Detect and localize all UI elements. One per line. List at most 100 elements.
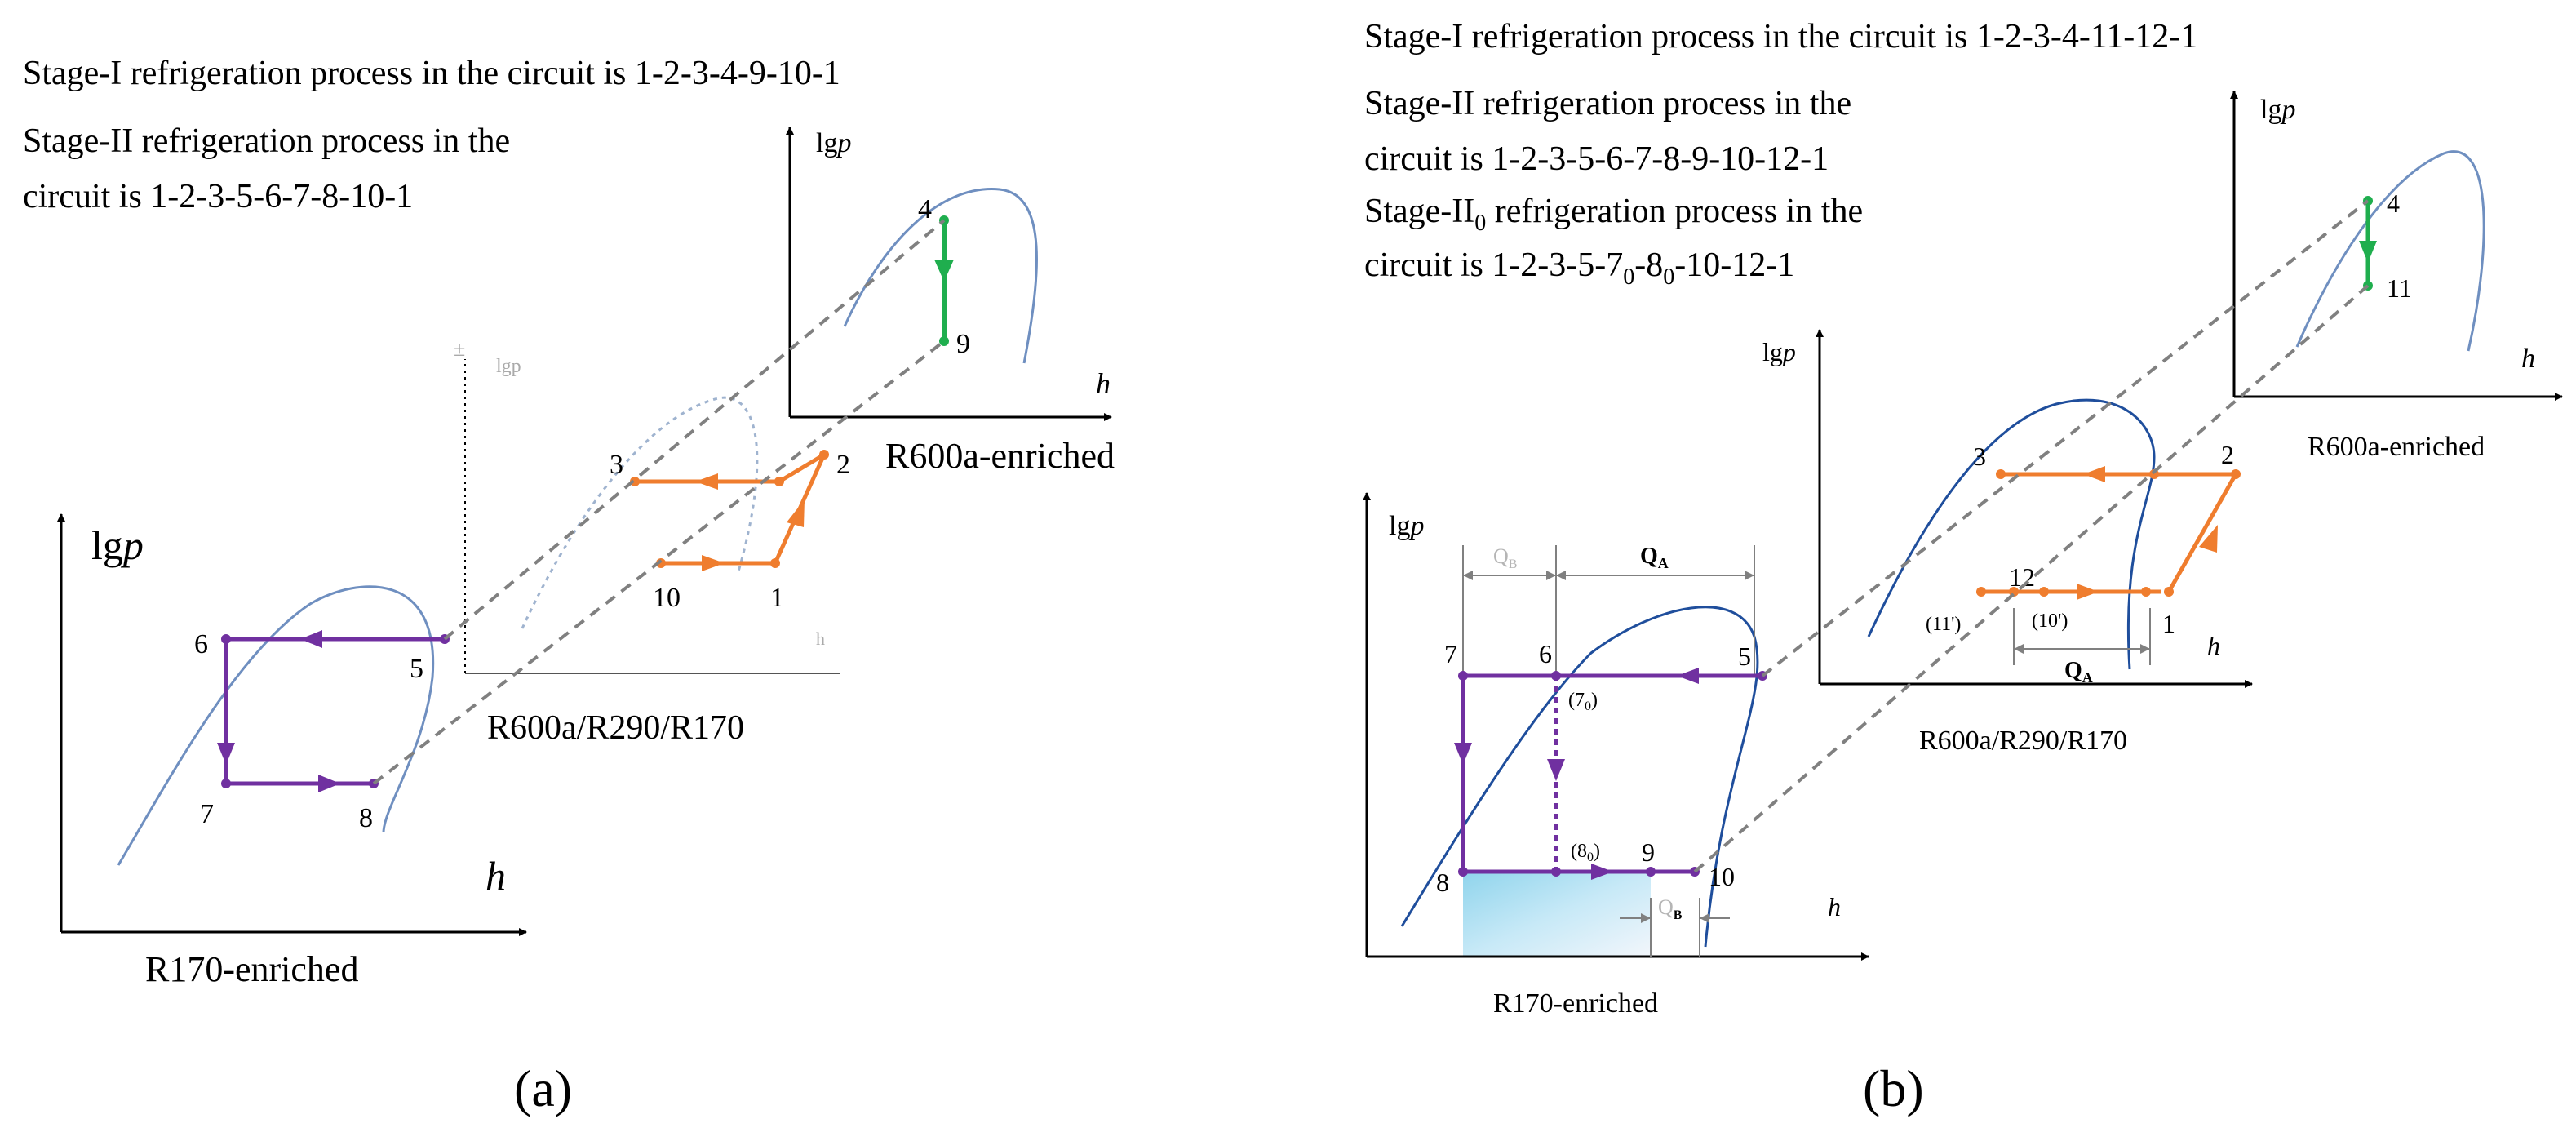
b-point-5-label: 5	[1738, 642, 1751, 671]
panel-b-text-line3: circuit is 1-2-3-5-6-7-8-9-10-12-1	[1364, 140, 1829, 178]
point-2-label: 2	[836, 450, 850, 480]
b-point-6-label: 6	[1539, 639, 1552, 668]
b-mix-x-label: h	[2207, 631, 2220, 660]
b-r600a-y-label: lgp	[2260, 95, 2295, 125]
b-point-10-label: 10	[1709, 862, 1735, 891]
point-4-label: 4	[918, 194, 932, 224]
point-9-label: 9	[956, 329, 970, 359]
b-point-8-label: 8	[1436, 868, 1449, 897]
point-9-dot	[939, 336, 949, 346]
mix-y-axis-arrow-label: ±	[454, 337, 465, 361]
connector-5-4	[443, 219, 946, 641]
panel-a-connectors	[372, 219, 946, 785]
b-mix-saturation-curve	[1867, 398, 2156, 670]
point-5-label: 5	[410, 654, 423, 684]
panel-b: Stage-I refrigeration process in the cir…	[1363, 18, 2563, 1117]
panel-a-r170-chart: lgp h R170-enriched 6 5 7 8	[57, 513, 527, 989]
point-3-dot	[630, 477, 640, 486]
panel-a-text-line3: circuit is 1-2-3-5-6-7-8-10-1	[23, 178, 413, 215]
process-6-7-arrow	[217, 743, 235, 765]
panel-a-r600a-chart: lgp h R600a-enriched 4 9	[786, 127, 1115, 476]
panel-a-label: (a)	[514, 1059, 572, 1117]
process-10-1-arrow	[702, 555, 725, 571]
panel-b-mix-chart: lgp h R600a/R290/R170 3 2 12 1 (11')	[1762, 329, 2253, 756]
connector-8-9	[372, 340, 946, 785]
b-point-70-label: (70)	[1568, 690, 1598, 713]
panel-b-text-line2: Stage-II refrigeration process in the	[1364, 85, 1851, 122]
process-1-2-arrow-b	[2199, 525, 2218, 553]
b-mix-name: R600a/R290/R170	[1919, 726, 2127, 756]
b-connector-5-4	[1761, 199, 2370, 677]
b-qb-shaded-area	[1463, 872, 1651, 957]
process-12-1-arrow	[2077, 584, 2099, 600]
panel-b-text-line1: Stage-I refrigeration process in the cir…	[1364, 18, 2197, 55]
point-6-dot	[221, 634, 231, 644]
process-4-11-arrow	[2359, 241, 2377, 263]
b-r170-x-label: h	[1828, 892, 1841, 921]
b-r600a-name: R600a-enriched	[2308, 432, 2485, 462]
mix-saturation-curve	[521, 396, 759, 629]
point-3-label: 3	[610, 450, 623, 480]
b-qb-top-label: QB	[1493, 544, 1517, 571]
b-point-10p-dot	[2039, 587, 2049, 597]
point-1-label: 1	[770, 583, 784, 613]
b-qa-top-label: QA	[1640, 544, 1669, 571]
mix-name: R600a/R290/R170	[487, 709, 744, 747]
b-point-9-dot	[1646, 867, 1656, 877]
b-process-8-10-arrow	[1591, 864, 1613, 880]
b-process-7-8-arrow	[1454, 743, 1472, 765]
point-7-dot	[221, 779, 231, 788]
b-r170-y-label: lgp	[1389, 511, 1424, 541]
point-2b-dot	[774, 477, 784, 486]
process-4-9-arrow	[934, 260, 954, 282]
process-5-6-arrow	[300, 630, 322, 648]
process-1-2-arrow	[787, 499, 805, 527]
b-point-11p-label: (11')	[1926, 614, 1961, 635]
b-point-7-dot	[1458, 671, 1468, 681]
b-point-11-label: 11	[2387, 273, 2412, 303]
b-point-3-dot	[1996, 469, 2006, 479]
point-7-label: 7	[200, 799, 214, 829]
process-7-8-arrow	[318, 775, 340, 792]
b-point-7-label: 7	[1444, 639, 1457, 668]
mix-y-faint-label: lgp	[496, 356, 521, 377]
b-r600a-x-label: h	[2521, 344, 2535, 374]
r600a-name: R600a-enriched	[885, 436, 1115, 476]
panel-b-connectors	[1693, 199, 2370, 873]
process-2-x-line	[778, 452, 826, 484]
process-2-3-arrow	[695, 473, 718, 490]
r600a-x-label: h	[1096, 367, 1111, 400]
point-1-dot	[770, 558, 780, 568]
b-point-6-dot	[1551, 671, 1561, 681]
b-point-1-dot	[2164, 587, 2174, 597]
b-point-4-label: 4	[2387, 189, 2400, 218]
r170-x-label: h	[485, 853, 506, 899]
b-mix-y-label: lgp	[1762, 337, 1796, 366]
panel-a: Stage-I refrigeration process in the cir…	[23, 55, 1115, 1117]
b-qb-bottom-label: QB	[1658, 895, 1683, 922]
b-point-2-dot	[2231, 469, 2241, 479]
r170-saturation-curve	[117, 585, 435, 866]
b-r170-saturation-curve	[1400, 606, 1759, 948]
b-point-8-dot	[1458, 867, 1468, 877]
panel-b-text-line4: Stage-II0 refrigeration process in the	[1364, 193, 1863, 236]
panel-b-text-line5: circuit is 1-2-3-5-70-80-10-12-1	[1364, 246, 1794, 290]
r600a-y-label: lgp	[816, 128, 851, 158]
b-r170-name: R170-enriched	[1493, 988, 1658, 1019]
b-r600a-saturation-curve	[2295, 150, 2485, 352]
b-point-9-label: 9	[1642, 837, 1655, 867]
mix-x-faint-label: h	[816, 628, 825, 649]
panel-b-r600a-chart: lgp h R600a-enriched 4 11	[2230, 91, 2563, 462]
b-process-5-7-arrow	[1677, 668, 1699, 684]
point-10-label: 10	[653, 583, 681, 613]
point-6-label: 6	[194, 629, 208, 659]
b-point-11p-dot	[1976, 587, 1986, 597]
panel-b-label: (b)	[1863, 1059, 1924, 1117]
point-8-label: 8	[359, 803, 373, 833]
r170-y-label: lgp	[91, 522, 144, 568]
b-point-1a-dot	[2141, 587, 2151, 597]
b-point-80-label: (80)	[1571, 841, 1600, 864]
b-point-3-label: 3	[1973, 442, 1986, 471]
